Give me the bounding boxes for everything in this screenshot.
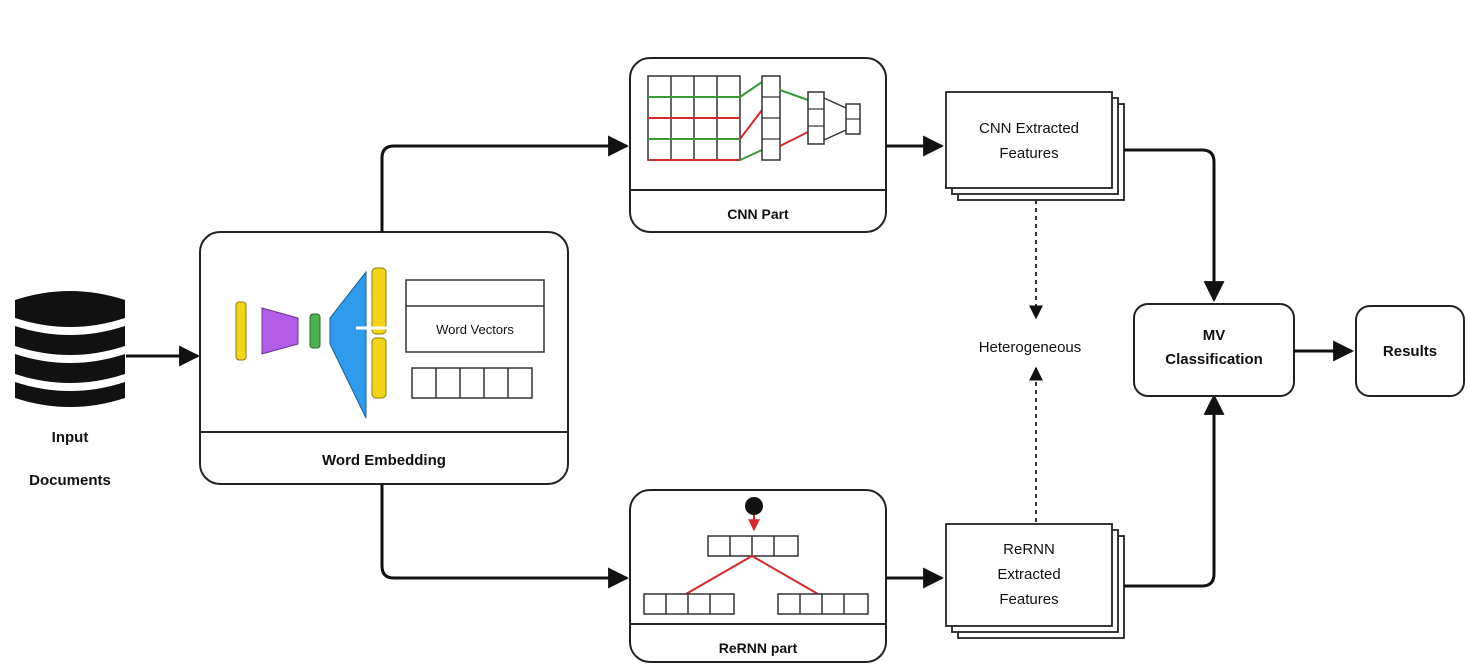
heterogeneous-label: Heterogeneous [979, 339, 1082, 356]
mv-line2: Classification [1165, 351, 1263, 368]
rernn-features-line3: Features [999, 591, 1058, 608]
cnn-part-title: CNN Part [727, 206, 789, 222]
arrow-rernn-features-to-mv [1124, 393, 1225, 588]
database-icon [15, 291, 125, 407]
rernn-part-box [629, 489, 887, 663]
arrow-embedding-to-cnn [380, 135, 630, 232]
arrow-cnn-features-to-mv [1124, 148, 1225, 303]
cnn-features-stack [945, 91, 1125, 201]
rernn-features-line1: ReRNN [1003, 541, 1055, 558]
word-vectors-label: Word Vectors [436, 322, 514, 337]
recursive-tree-icon [643, 497, 869, 615]
word-vectors-panel [405, 279, 545, 353]
rernn-features-line2: Extracted [997, 566, 1060, 583]
mv-classification-box [1133, 303, 1295, 397]
cnn-features-line1: CNN Extracted [979, 120, 1079, 137]
cnn-features-line2: Features [999, 145, 1058, 162]
autoencoder-icon [235, 267, 396, 419]
rernn-features-stack [945, 523, 1125, 639]
input-label-line2: Documents [29, 472, 111, 489]
embedding-vector-cells [411, 367, 533, 399]
mv-line1: MV [1203, 327, 1226, 344]
results-label: Results [1383, 343, 1437, 360]
results-box [1355, 305, 1465, 397]
cnn-network-icon [647, 75, 861, 161]
arrow-embedding-to-rernn [380, 484, 630, 589]
rernn-part-title: ReRNN part [719, 640, 798, 656]
input-label-line1: Input [52, 429, 89, 446]
word-embedding-title: Word Embedding [322, 452, 446, 469]
